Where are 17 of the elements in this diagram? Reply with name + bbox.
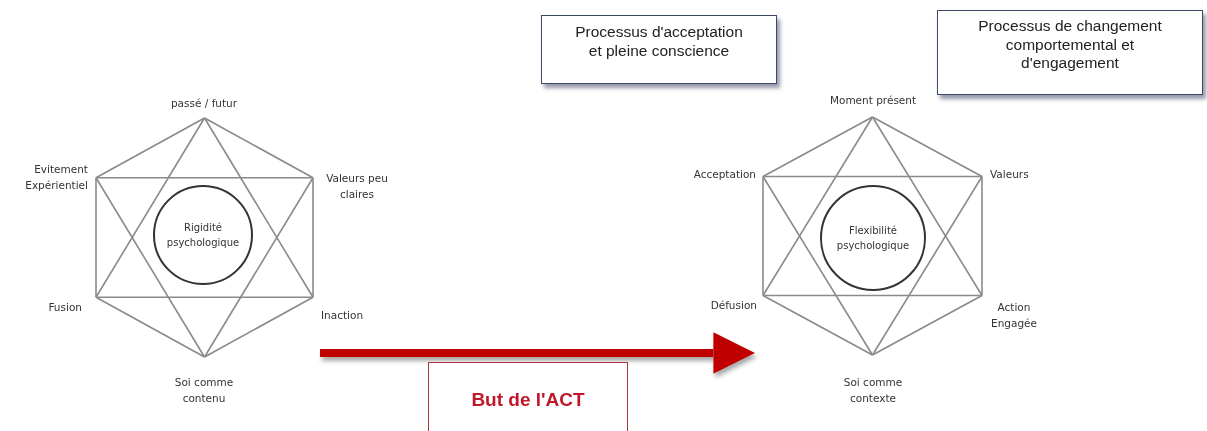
vertex-label: Moment présent bbox=[829, 92, 917, 108]
goal-box: But de l'ACT bbox=[428, 362, 628, 431]
vertex-label: Action Engagée bbox=[990, 299, 1038, 331]
vertex-label: Défusion bbox=[710, 297, 757, 313]
vertex-label: Fusion bbox=[48, 299, 82, 315]
vertex-label: Acceptation bbox=[693, 166, 756, 182]
process-box: Processus d'acceptation et pleine conscience bbox=[541, 15, 777, 84]
vertex-label: passé / futur bbox=[170, 95, 238, 111]
center-circle: Rigidité psychologique bbox=[153, 185, 253, 285]
center-circle: Flexibilité psychologique bbox=[820, 185, 926, 291]
vertex-label: Evitement Expérientiel bbox=[24, 161, 88, 193]
vertex-label: Valeurs bbox=[990, 166, 1029, 182]
vertex-label: Inaction bbox=[321, 307, 364, 323]
process-box: Processus de changement comportemental et d'engagement bbox=[937, 10, 1203, 95]
vertex-label: Valeurs peu claires bbox=[326, 170, 388, 202]
vertex-label: Soi comme contexte bbox=[842, 374, 904, 406]
vertex-label: Soi comme contenu bbox=[173, 374, 235, 406]
